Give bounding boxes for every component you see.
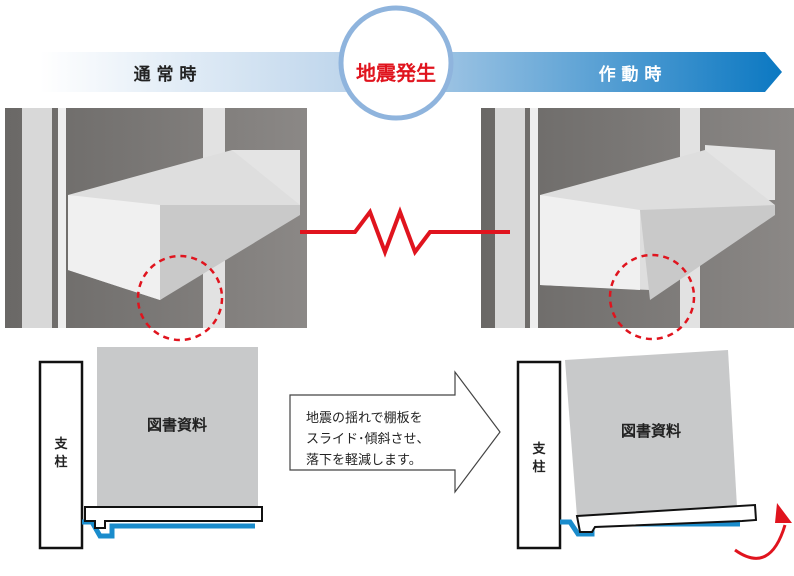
explanation-line-2: スライド･傾斜させ、	[306, 432, 430, 447]
event-circle	[338, 5, 454, 121]
post-label-right-1: 支	[531, 441, 546, 457]
photo-activated-state	[481, 108, 794, 328]
explanation-line-1: 地震の揺れで棚板を	[306, 411, 423, 426]
label-earthquake: 地震発生	[356, 61, 436, 85]
post-left	[38, 360, 84, 550]
books-left	[97, 347, 258, 507]
shelf-board-left	[84, 506, 263, 529]
post-label-left-2: 柱	[54, 454, 67, 470]
tilt-arrow-icon	[734, 524, 787, 560]
explanation-line-3: 落下を軽減します。	[306, 452, 422, 468]
label-normal: 通 常 時	[134, 64, 197, 85]
bracket-left	[82, 519, 255, 539]
post-label-right-2: 柱	[532, 459, 545, 475]
detail-highlight-right	[608, 253, 696, 341]
photo-normal-state	[5, 108, 307, 328]
process-arrow	[289, 370, 501, 494]
books-label-right: 図書資料	[621, 422, 681, 440]
tilt-arrow-head	[775, 503, 792, 523]
post-label-left-1: 支	[53, 436, 68, 452]
books-label-left: 図書資料	[147, 416, 207, 434]
post-right	[516, 360, 562, 550]
books-right	[565, 350, 737, 517]
label-activated: 作 動 時	[599, 64, 662, 85]
earthquake-zigzag-icon	[300, 206, 510, 258]
shelf-board-right	[575, 503, 758, 533]
detail-highlight-left	[136, 254, 224, 342]
